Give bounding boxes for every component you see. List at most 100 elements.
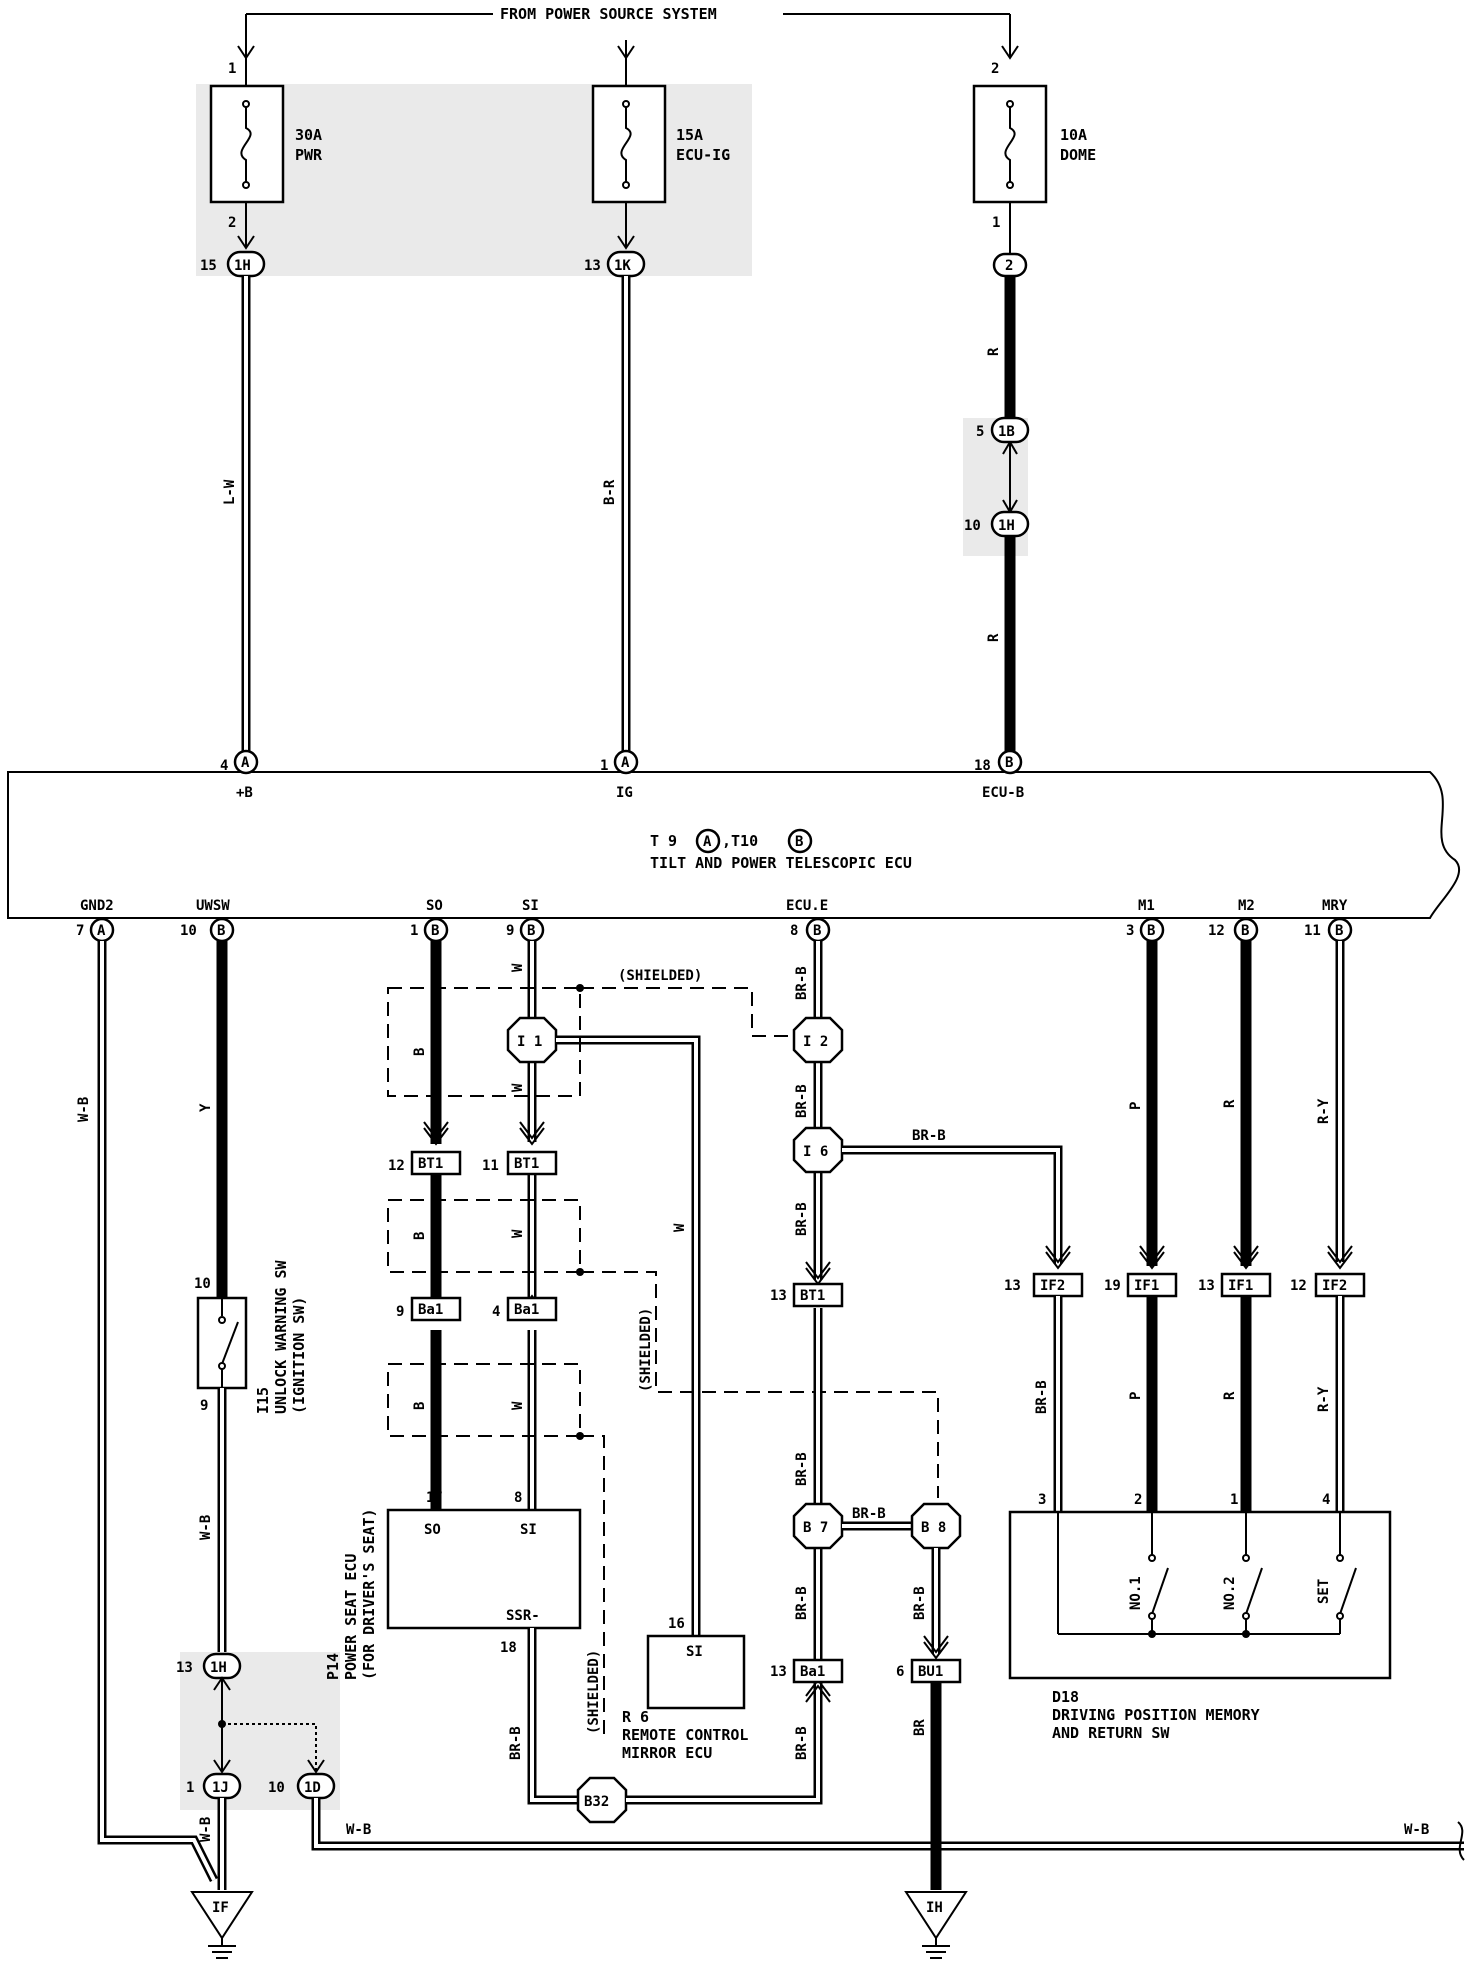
svg-text:2: 2	[1005, 258, 1013, 274]
svg-text:MRY: MRY	[1322, 898, 1348, 914]
connector-bt1-so: 12 BT1	[388, 1150, 462, 1176]
svg-text:B: B	[1005, 755, 1013, 771]
svg-text:BR-B: BR-B	[794, 1452, 810, 1486]
svg-text:I 6: I 6	[803, 1144, 828, 1160]
connector-ba1-si: 4 Ba1	[492, 1296, 558, 1322]
svg-text:B 8: B 8	[921, 1520, 946, 1536]
fuse-name-ecu-ig: ECU-IG	[676, 146, 730, 164]
svg-text:1D: 1D	[304, 1780, 321, 1796]
svg-text:1: 1	[1230, 1492, 1238, 1508]
junction-1h-mid: 10 1H	[964, 510, 1030, 538]
switch-no2-contact-icon	[1245, 1567, 1263, 1615]
connector-if2-b: 12 IF2	[1290, 1272, 1366, 1298]
wire-1d-wb-long: W-B W-B	[311, 1798, 1465, 1861]
svg-text:Ba1: Ba1	[418, 1302, 443, 1318]
svg-text:B32: B32	[584, 1794, 609, 1810]
unlock-sw-id: I15	[254, 1387, 272, 1414]
shield-box-bottom: (SHIELDED)	[387, 1363, 605, 1734]
svg-text:BR-B: BR-B	[912, 1128, 946, 1144]
tilt-telescopic-ecu: 4 A +B 1 A IG 18 B ECU-B T 9 A ,T10 B TI…	[7, 749, 1461, 943]
svg-text:IH: IH	[926, 1900, 943, 1916]
svg-text:3: 3	[1038, 1492, 1046, 1508]
ecu-pin-gnd2: GND2 7 A	[76, 898, 115, 943]
svg-text:W-B: W-B	[198, 1817, 214, 1842]
svg-text:4: 4	[220, 758, 228, 774]
connector-bt1-si: 11 BT1	[482, 1150, 558, 1176]
svg-text:BR-B: BR-B	[508, 1726, 524, 1760]
splice-i1: I 1	[506, 1016, 558, 1064]
svg-text:B: B	[795, 834, 803, 850]
wire-m2-r: R R	[1222, 941, 1259, 1512]
wire-bu1-br: BR	[912, 1682, 942, 1890]
ecu-id-t9: T 9	[650, 832, 677, 850]
svg-text:1: 1	[410, 923, 418, 939]
svg-text:W-B: W-B	[346, 1822, 371, 1838]
svg-text:BR-B: BR-B	[794, 1084, 810, 1118]
svg-text:4: 4	[1322, 1492, 1330, 1508]
svg-text:11: 11	[1304, 923, 1321, 939]
ecu-pin-plus-b: 4 A +B	[220, 749, 259, 801]
wire-ecu-e-brb: BR-B BR-B BR-B BR-B BR-B	[794, 941, 831, 1660]
power-source-header: FROM POWER SOURCE SYSTEM	[237, 5, 1019, 60]
svg-text:GND2: GND2	[80, 898, 114, 914]
shield-box-mid: (SHIELDED)	[387, 1199, 939, 1498]
svg-text:A: A	[241, 755, 250, 771]
svg-text:NO.2: NO.2	[1222, 1576, 1238, 1610]
svg-text:B: B	[1147, 923, 1155, 939]
ecu-pin-ecu-e: ECU.E 8 B	[786, 898, 831, 943]
svg-text:9: 9	[396, 1304, 404, 1320]
svg-text:M2: M2	[1238, 898, 1255, 914]
svg-text:BU1: BU1	[918, 1664, 943, 1680]
memory-sw-title: DRIVING POSITION MEMORY	[1052, 1706, 1260, 1724]
seat-ecu-subtitle: (FOR DRIVER'S SEAT)	[360, 1508, 378, 1680]
svg-text:1H: 1H	[210, 1660, 227, 1676]
fuse-element-icon	[620, 104, 632, 185]
svg-text:BR: BR	[912, 1719, 928, 1736]
fuse-30a-pwr: 1 2 30A PWR	[209, 58, 323, 250]
ecu-pin-m1: M1 3 B	[1126, 898, 1165, 943]
svg-text:6: 6	[896, 1664, 904, 1680]
mirror-ecu-title: REMOTE CONTROL	[622, 1726, 748, 1744]
fuse-10a-dome: 2 1 10A DOME	[972, 61, 1096, 253]
wire-gnd2-wb: W-B	[76, 941, 219, 1883]
unlock-warning-switch: 10 9 I15 UNLOCK WARNING SW (IGNITION SW)	[194, 1260, 308, 1414]
wire-b32-ba1: BR-B	[626, 1678, 831, 1805]
memory-sw-id: D18	[1052, 1688, 1079, 1706]
svg-text:SSR-: SSR-	[506, 1608, 540, 1624]
svg-text:I 1: I 1	[517, 1034, 542, 1050]
wire-r-dome: R R	[986, 276, 1018, 752]
seat-ecu-title: POWER SEAT ECU	[342, 1554, 360, 1680]
wire-ssr-brb: BR-B	[508, 1628, 578, 1805]
switch-set-contact-icon	[1339, 1567, 1357, 1615]
junction-1h-bottom: 13 1H	[176, 1652, 325, 1774]
svg-text:10: 10	[180, 923, 197, 939]
svg-text:1: 1	[600, 758, 608, 774]
splice-b8: B 8	[910, 1502, 962, 1550]
svg-text:2: 2	[1134, 1492, 1142, 1508]
seat-ecu-id: P14	[324, 1653, 342, 1680]
svg-text:W: W	[510, 963, 526, 972]
svg-text:13: 13	[770, 1664, 787, 1680]
svg-text:2: 2	[991, 61, 999, 77]
wire-b7-b8: BR-B	[842, 1506, 912, 1531]
svg-text:1K: 1K	[614, 258, 631, 274]
svg-text:19: 19	[1104, 1278, 1121, 1294]
svg-text:ECU.E: ECU.E	[786, 898, 828, 914]
svg-text:IF1: IF1	[1134, 1278, 1159, 1294]
ecu-title: TILT AND POWER TELESCOPIC ECU	[650, 854, 912, 872]
fuse-rating-30a: 30A	[295, 126, 322, 144]
svg-text:13: 13	[1004, 1278, 1021, 1294]
mirror-ecu: 16 SI R 6 REMOTE CONTROL MIRROR ECU	[622, 1616, 748, 1762]
wire-lw: L-W	[222, 276, 251, 752]
svg-text:A: A	[703, 834, 712, 850]
svg-text:BR-B: BR-B	[794, 1202, 810, 1236]
svg-text:+B: +B	[236, 785, 253, 801]
ecu-pin-ig: 1 A IG	[600, 749, 639, 801]
svg-text:13: 13	[584, 258, 601, 274]
svg-text:R-Y: R-Y	[1316, 1386, 1332, 1412]
mirror-ecu-subtitle: MIRROR ECU	[622, 1744, 712, 1762]
memory-switch: 3 2 1 4 NO.1 NO.2 SET D18 DRIVING POSITI…	[1008, 1492, 1392, 1742]
svg-text:10: 10	[194, 1276, 211, 1292]
svg-text:W: W	[510, 1401, 526, 1410]
svg-text:UWSW: UWSW	[196, 898, 230, 914]
